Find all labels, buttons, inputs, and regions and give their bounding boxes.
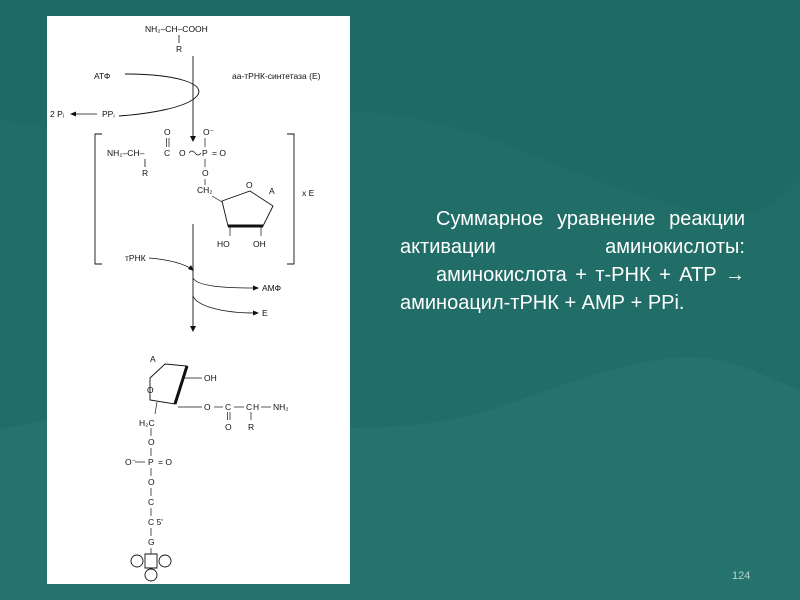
scheme-svg: NH₂–CH–COOH R АТФ аа-тРНК-синтетаза (Е) … bbox=[50, 24, 321, 582]
backbone-o1: O bbox=[148, 437, 155, 447]
carbonyl-o: O bbox=[164, 127, 171, 137]
enzyme-released-label: Е bbox=[262, 308, 268, 318]
two-pi-label: 2 Pᵢ bbox=[50, 109, 64, 119]
product-adenine-label: A bbox=[150, 354, 156, 364]
phosphate-o-minus: O⁻ bbox=[203, 127, 215, 137]
phosphate-double-o: = O bbox=[212, 148, 226, 158]
phosphorus: P bbox=[202, 148, 208, 158]
trna-label: тРНК bbox=[125, 253, 146, 263]
adenine-label: A bbox=[269, 186, 275, 196]
alpha-h: H bbox=[253, 402, 259, 412]
backbone-c5: C 5' bbox=[148, 517, 163, 527]
times-e-label: x E bbox=[302, 188, 315, 198]
r-group-top: R bbox=[176, 44, 182, 54]
ch2-label: CH₂ bbox=[197, 185, 213, 195]
ester-oxygen: O bbox=[204, 402, 211, 412]
summary-text: Суммарное уравнение реакции активации ам… bbox=[400, 205, 745, 317]
product-ring-oxygen: O bbox=[147, 385, 154, 395]
backbone-g: G bbox=[148, 537, 155, 547]
summary-heading: Суммарное уравнение реакции активации ам… bbox=[400, 208, 745, 258]
oh-label: OH bbox=[253, 239, 266, 249]
product-nh2: NH₂ bbox=[273, 402, 289, 412]
ho-label: HO bbox=[217, 239, 230, 249]
phosphate-lower-o: O bbox=[202, 168, 209, 178]
summary-equation: аминокислота + т-РНК + АТР → аминоацил-т… bbox=[400, 264, 745, 314]
ring-oxygen: O bbox=[246, 180, 253, 190]
enzyme-label: аа-тРНК-синтетаза (Е) bbox=[232, 71, 321, 81]
intermediate-nh2-ch: NH₂–CH– bbox=[107, 148, 145, 158]
carbonyl-c: C bbox=[164, 148, 170, 158]
slide-number: 124 bbox=[732, 570, 751, 582]
backbone-o2: O bbox=[148, 477, 155, 487]
r-group-middle: R bbox=[142, 168, 148, 178]
alpha-ch: C bbox=[246, 402, 252, 412]
product-r-group: R bbox=[248, 422, 254, 432]
ppi-label: PPᵢ bbox=[102, 109, 115, 119]
amino-acid-formula: NH₂–CH–COOH bbox=[145, 24, 208, 34]
ester-carbon: C bbox=[225, 402, 231, 412]
activation-scheme: NH₂–CH–COOH R АТФ аа-тРНК-синтетаза (Е) … bbox=[47, 16, 350, 584]
backbone-p: P bbox=[148, 457, 154, 467]
atf-label: АТФ bbox=[94, 71, 110, 81]
backbone-o-minus: O⁻ bbox=[125, 457, 137, 467]
ester-carbonyl-o: O bbox=[225, 422, 232, 432]
product-oh-label: OH bbox=[204, 373, 217, 383]
amp-label: АМФ bbox=[262, 283, 281, 293]
backbone-c1: C bbox=[148, 497, 154, 507]
h2c-label: H₂C bbox=[139, 418, 155, 428]
backbone-double-o: = O bbox=[158, 457, 172, 467]
cloverleaf-icon bbox=[130, 553, 172, 582]
bridge-o: O bbox=[179, 148, 186, 158]
